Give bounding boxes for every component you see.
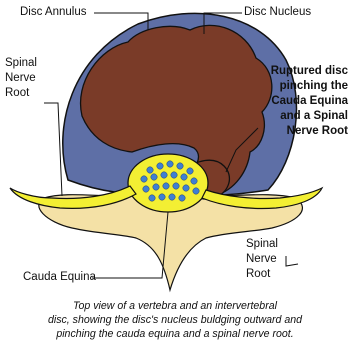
leader-spinal-left bbox=[44, 103, 62, 196]
label-disc-annulus: Disc Annulus bbox=[20, 5, 86, 20]
label-spinal-nerve-root-left: Spinal Nerve Root bbox=[5, 56, 65, 101]
label-line: Nerve bbox=[246, 252, 306, 267]
label-line: Nerve bbox=[5, 71, 65, 86]
figure-caption: Top view of a vertebra and an interverte… bbox=[0, 299, 350, 341]
label-cauda-equina: Cauda Equina bbox=[23, 270, 96, 285]
label-line: Nerve Root bbox=[244, 124, 348, 139]
caption-line: pinching the cauda equina and a spinal n… bbox=[0, 327, 350, 341]
label-line: Cauda Equina bbox=[244, 94, 348, 109]
caption-line: Top view of a vertebra and an interverte… bbox=[0, 299, 350, 313]
label-line: Spinal bbox=[246, 237, 306, 252]
label-line: Spinal bbox=[5, 56, 65, 71]
label-disc-nucleus: Disc Nucleus bbox=[244, 5, 311, 20]
label-spinal-nerve-root-right: Spinal Nerve Root bbox=[246, 237, 306, 282]
label-line: Root bbox=[246, 267, 306, 282]
label-line: and a Spinal bbox=[244, 109, 348, 124]
label-ruptured-disc: Ruptured disc pinching the Cauda Equina … bbox=[244, 64, 348, 139]
caption-line: disc, showing the disc's nucleus buldgin… bbox=[0, 313, 350, 327]
label-line: pinching the bbox=[244, 79, 348, 94]
label-line: Ruptured disc bbox=[244, 64, 348, 79]
label-line: Root bbox=[5, 86, 65, 101]
